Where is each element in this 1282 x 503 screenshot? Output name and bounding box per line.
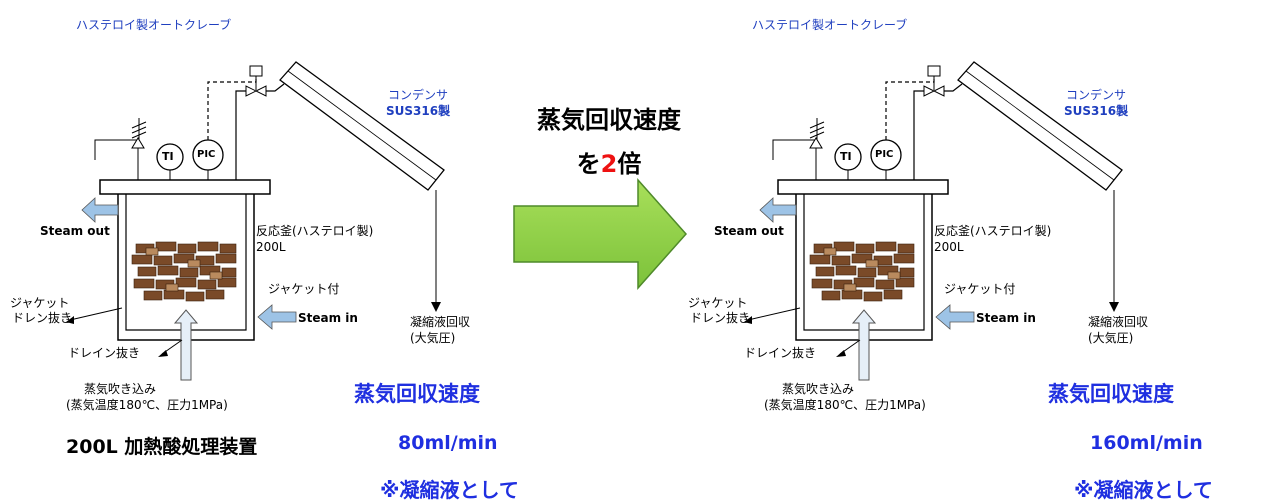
device-name: 200L 加熱酸処理装置 (66, 436, 258, 458)
steam-in-label: Steam in (976, 311, 1036, 325)
steam-in-arrow (257, 304, 297, 330)
condenser-material: SUS316製 (1064, 104, 1129, 118)
jacket-drain-label-1: ジャケット (10, 296, 70, 310)
jacket-label: ジャケット付 (944, 282, 1016, 296)
condenser-label: コンデンサ (1066, 88, 1127, 102)
drain-label: ドレイン抜き (744, 346, 817, 360)
condensate-label-1: 凝縮液回収 (410, 315, 471, 329)
injection-label-1: 蒸気吹き込み (84, 382, 157, 396)
flange-plate (99, 179, 271, 195)
ti-label: TI (840, 150, 852, 163)
injection-label-2: (蒸気温度180℃、圧力1MPa) (764, 398, 926, 412)
injection-arrow (851, 309, 877, 381)
jacket-drain-label-2: ドレン抜き (12, 311, 73, 325)
steam-out-label: Steam out (714, 224, 784, 238)
left-rate-value: 80ml/min (398, 432, 498, 454)
autoclave-title: ハステロイ製オートクレーブ (752, 18, 908, 32)
steam-out-arrow (759, 197, 797, 223)
vessel-label-1: 反応釜(ハステロイ製) (256, 224, 374, 238)
condenser (279, 61, 445, 191)
injection-label-1: 蒸気吹き込み (782, 382, 855, 396)
pic-label: PIC (197, 149, 216, 160)
condenser-label: コンデンサ (388, 88, 449, 102)
condenser (957, 61, 1123, 191)
autoclave-title: ハステロイ製オートクレーブ (76, 18, 232, 32)
steam-out-arrow (81, 197, 119, 223)
right-rate-value: 160ml/min (1090, 432, 1203, 454)
vessel-label-2: 200L (934, 240, 964, 254)
center-title-prefix: を (576, 150, 601, 178)
injection-label-2: (蒸気温度180℃、圧力1MPa) (66, 398, 228, 412)
center-title-suffix: 倍 (617, 150, 642, 178)
right-apparatus-drawing (744, 61, 1123, 381)
center-title-line2: を2倍 (506, 144, 712, 179)
right-rate-title: 蒸気回収速度 (1048, 382, 1174, 406)
jacket-label: ジャケット付 (268, 282, 340, 296)
right-diagram: ハステロイ製オートクレーブ コンデンサ SUS316製 TI PIC Steam… (682, 0, 1282, 502)
drain-label: ドレイン抜き (68, 346, 141, 360)
right-note: ※凝縮液として (1074, 478, 1213, 502)
jacket-drain-label-1: ジャケット (688, 296, 748, 310)
steam-in-label: Steam in (298, 311, 358, 325)
condensate-label-1: 凝縮液回収 (1088, 315, 1149, 329)
injection-arrow (173, 309, 199, 381)
jacket-drain-label-2: ドレン抜き (690, 311, 751, 325)
center-title-number: 2 (600, 150, 618, 178)
comparison-arrow (513, 178, 688, 290)
ti-label: TI (162, 150, 174, 163)
vessel-label-1: 反応釜(ハステロイ製) (934, 224, 1052, 238)
vessel-label-2: 200L (256, 240, 286, 254)
material-pile (809, 241, 915, 302)
condensate-label-2: (大気圧) (1088, 331, 1134, 345)
center-title-line1: 蒸気回収速度 (537, 106, 681, 134)
ti-gauge (156, 143, 184, 171)
condenser-material: SUS316製 (386, 104, 451, 118)
flange-plate (777, 179, 949, 195)
left-apparatus-drawing (66, 61, 445, 381)
ti-gauge (834, 143, 862, 171)
material-pile (131, 241, 237, 302)
steam-out-label: Steam out (40, 224, 110, 238)
condensate-label-2: (大気圧) (410, 331, 456, 345)
steam-in-arrow (935, 304, 975, 330)
left-diagram: ハステロイ製オートクレーブ コンデンサ SUS316製 TI PIC Steam… (0, 0, 640, 502)
left-rate-title: 蒸気回収速度 (354, 382, 480, 406)
pic-label: PIC (875, 149, 894, 160)
left-note: ※凝縮液として (380, 478, 519, 502)
